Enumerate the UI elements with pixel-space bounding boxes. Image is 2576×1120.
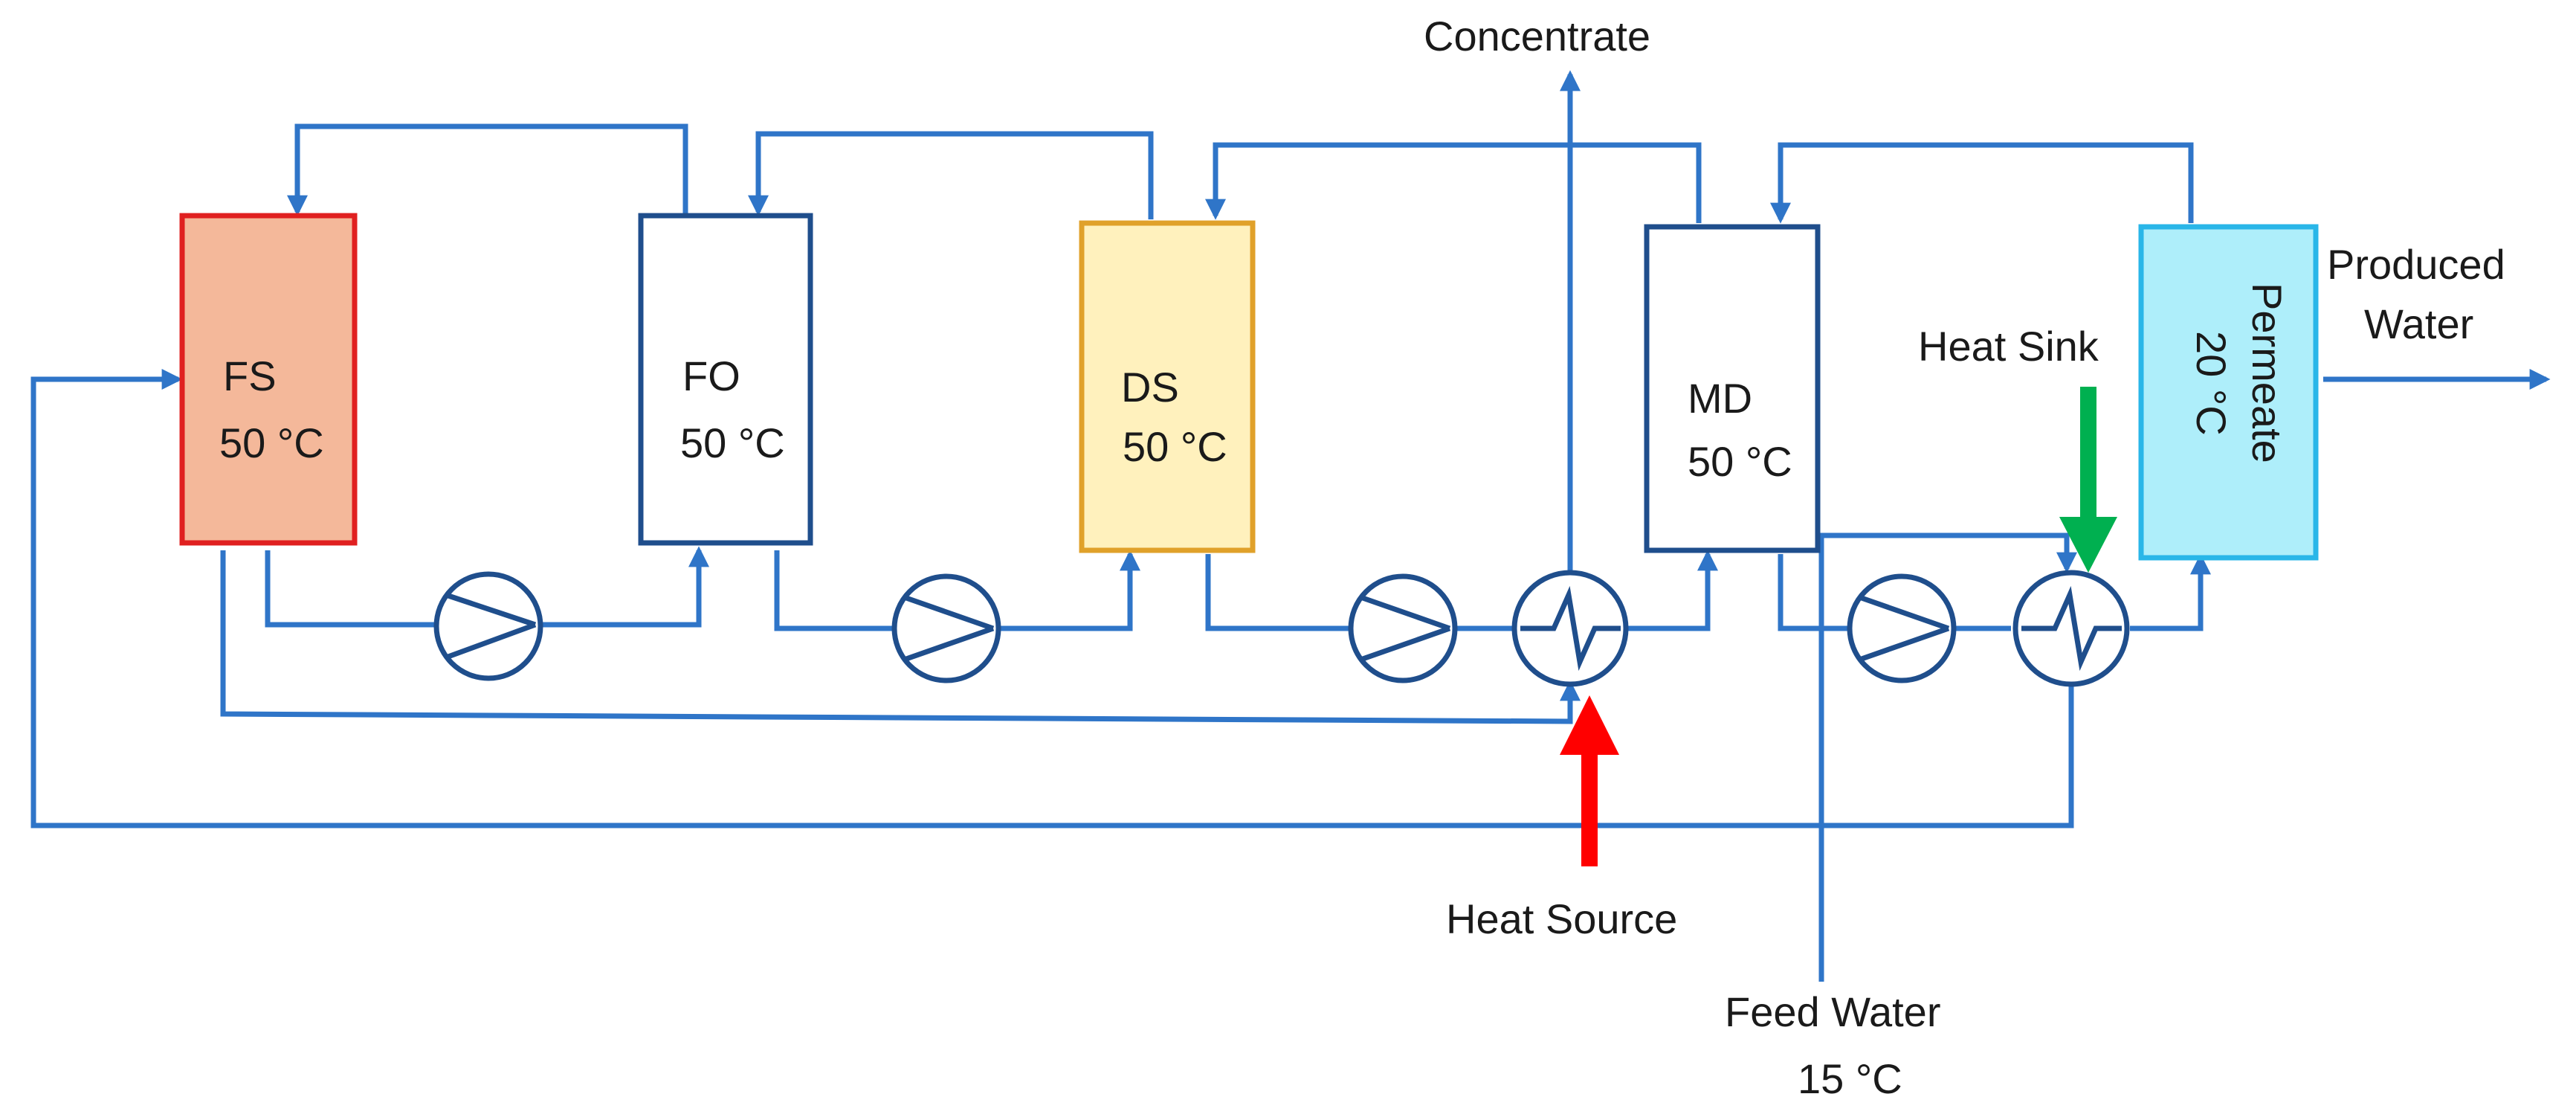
feed-water-label-line2: 15 °C (1798, 1055, 1902, 1102)
pipe-fs-to-pump1 (265, 550, 439, 628)
concentrate-label: Concentrate (1424, 13, 1650, 59)
pipe-fo-to-pump2 (774, 550, 896, 631)
pipe-md-to-pump4 (1778, 554, 1851, 631)
unit-md: MD 50 °C (1644, 224, 1821, 553)
pipe-md-to-ds-top (1205, 142, 1702, 223)
ds-temp: 50 °C (1123, 423, 1227, 470)
fo-label: FO (682, 353, 740, 399)
pipe-ds-to-pump3 (1205, 554, 1353, 631)
unit-fo: FO 50 °C (638, 213, 813, 546)
pipe-feed-water-inlet (1818, 532, 2077, 982)
pump-icon (891, 573, 1001, 683)
ds-box (1079, 220, 1256, 553)
pump-icon (1348, 573, 1458, 683)
feed-water-label-line1: Feed Water (1725, 988, 1940, 1035)
fo-temp: 50 °C (680, 419, 785, 466)
heat-exchanger-icon (2012, 570, 2130, 687)
heat-exchanger-icon (1511, 570, 1629, 687)
md-box (1644, 224, 1821, 553)
pump-icon (1847, 573, 1957, 683)
heat-source-arrow (1560, 695, 1619, 866)
pipe-fs-return-to-hx1 (220, 550, 1581, 724)
pipe-fo-to-fs-top (287, 123, 688, 216)
heat-source-label: Heat Source (1446, 895, 1677, 942)
pipe-pump1-to-fo (539, 546, 709, 628)
pipe-permeate-to-md-top (1770, 142, 2194, 224)
pipe-hx1-to-md (1628, 550, 1718, 631)
md-label: MD (1688, 375, 1752, 422)
unit-fs: FS 50 °C (179, 213, 358, 546)
fo-box (638, 213, 813, 546)
permeate-temp: 20 °C (2188, 331, 2235, 436)
pipe-ds-to-fo-top (748, 131, 1154, 219)
permeate-box (2138, 224, 2319, 561)
md-temp: 50 °C (1688, 438, 1792, 485)
fs-label: FS (223, 353, 277, 399)
ds-label: DS (1121, 364, 1179, 411)
fs-box (179, 213, 358, 546)
permeate-label: Permeate (2244, 283, 2291, 463)
heat-sink-arrow (2059, 387, 2117, 573)
unit-permeate: Permeate 20 °C (2138, 224, 2319, 561)
produced-water-label-line1: Produced (2327, 241, 2505, 288)
pipes (30, 70, 2551, 982)
pipe-heat-sink-loop-to-fs (30, 369, 2074, 828)
produced-water-label-line2: Water (2364, 300, 2473, 347)
pipe-pump2-to-ds (996, 550, 1140, 631)
pipe-hx2-to-permeate (2130, 553, 2211, 631)
pump-icon (433, 571, 543, 681)
unit-ds: DS 50 °C (1079, 220, 1256, 553)
heat-sink-label: Heat Sink (1918, 323, 2099, 370)
fs-temp: 50 °C (219, 419, 324, 466)
